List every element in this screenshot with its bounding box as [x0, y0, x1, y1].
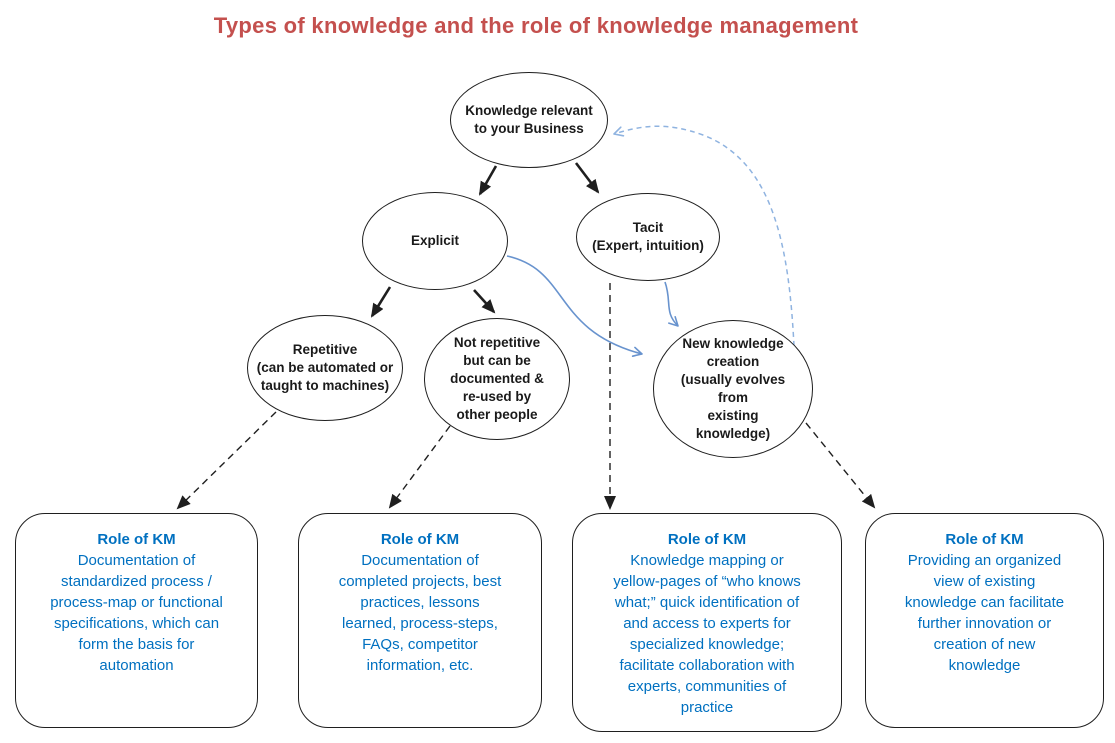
edge-tacit-to-new-knowledge	[664, 281, 679, 327]
node-tacit-label: Tacit (Expert, intuition)	[592, 220, 704, 253]
km-box-3: Role of KM Knowledge mapping or yellow-p…	[572, 513, 842, 732]
km-box-3-body: Knowledge mapping or yellow-pages of “wh…	[613, 552, 801, 716]
node-explicit-label: Explicit	[411, 233, 460, 248]
km-box-1: Role of KM Documentation of standardized…	[15, 513, 258, 728]
km-box-4: Role of KM Providing an organized view o…	[865, 513, 1104, 728]
edge-explicit-to-new-knowledge	[506, 255, 643, 357]
edge-not-repetitive-to-km-box-2	[388, 425, 451, 509]
node-repetitive-label: Repetitive (can be automated or taught t…	[256, 342, 394, 393]
km-box-2-heading: Role of KM	[380, 531, 460, 548]
km-box-4-body: Providing an organized view of existing …	[904, 552, 1065, 674]
node-repetitive: Repetitive (can be automated or taught t…	[247, 315, 403, 421]
node-explicit: Explicit	[362, 192, 508, 290]
km-box-3-heading: Role of KM	[667, 531, 747, 548]
km-box-1-heading: Role of KM	[97, 531, 176, 548]
node-not-repetitive-label: Not repetitive but can be documented & r…	[450, 335, 544, 422]
km-box-2-body: Documentation of completed projects, bes…	[338, 552, 502, 674]
km-box-1-body: Documentation of standardized process / …	[50, 552, 223, 674]
node-knowledge-relevant-label: Knowledge relevant to your Business	[465, 103, 593, 136]
edge-repetitive-to-km-box-1	[176, 411, 277, 510]
edge-explicit-to-repetitive	[370, 286, 392, 318]
edge-knowledge-to-tacit	[574, 162, 600, 194]
node-not-repetitive: Not repetitive but can be documented & r…	[424, 318, 570, 440]
km-box-4-heading: Role of KM	[945, 531, 1024, 548]
node-tacit: Tacit (Expert, intuition)	[576, 193, 720, 281]
km-box-2: Role of KM Documentation of completed pr…	[298, 513, 542, 728]
edge-new-knowledge-back-to-knowledge-relevant	[613, 125, 795, 347]
node-new-knowledge: New knowledge creation (usually evolves …	[653, 320, 813, 458]
edge-new-knowledge-to-km-box-4	[805, 422, 876, 509]
edge-knowledge-to-explicit	[478, 165, 498, 196]
edge-explicit-to-not-repetitive	[473, 289, 496, 314]
node-knowledge-relevant: Knowledge relevant to your Business	[450, 72, 608, 168]
node-new-knowledge-label: New knowledge creation (usually evolves …	[680, 336, 786, 441]
diagram-title: Types of knowledge and the role of knowl…	[213, 13, 859, 38]
